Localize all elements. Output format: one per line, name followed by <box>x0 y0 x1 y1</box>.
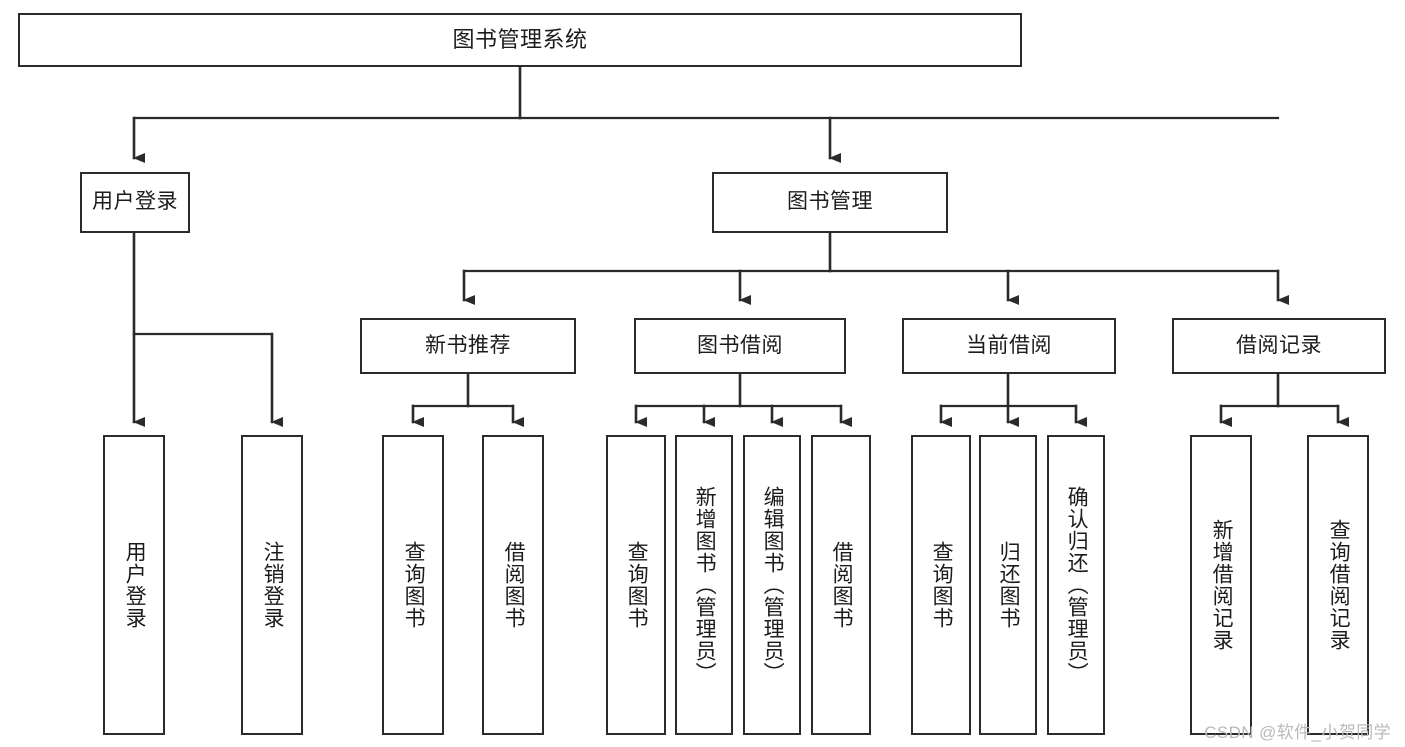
node-label: 图书管理 <box>787 190 873 214</box>
node-label: 图书借阅 <box>697 333 783 357</box>
node-label: 用户登录 <box>92 190 178 214</box>
node-label: 归还图书 <box>997 541 1021 629</box>
leaf-query-borrow-record[interactable]: 查询借阅记录 <box>1307 435 1369 735</box>
node-current-borrow[interactable]: 当前借阅 <box>902 318 1116 374</box>
leaf-add-book[interactable]: 新增图书（管理员） <box>675 435 733 735</box>
node-label: 图书管理系统 <box>452 27 588 53</box>
node-book-manage[interactable]: 图书管理 <box>712 172 948 233</box>
node-label: 查询图书 <box>402 541 426 629</box>
leaf-user-login[interactable]: 用户登录 <box>103 435 165 735</box>
leaf-add-borrow-record[interactable]: 新增借阅记录 <box>1190 435 1252 735</box>
leaf-query-book-recommend[interactable]: 查询图书 <box>382 435 444 735</box>
node-label: 借阅图书 <box>502 541 526 629</box>
leaf-query-book-current[interactable]: 查询图书 <box>911 435 971 735</box>
leaf-return-book[interactable]: 归还图书 <box>979 435 1037 735</box>
node-label: 编辑图书（管理员） <box>761 486 785 684</box>
node-user-login[interactable]: 用户登录 <box>80 172 190 233</box>
leaf-borrow-book-recommend[interactable]: 借阅图书 <box>482 435 544 735</box>
node-label: 新增图书（管理员） <box>693 486 717 684</box>
leaf-borrow-book[interactable]: 借阅图书 <box>811 435 871 735</box>
node-label: 查询借阅记录 <box>1327 519 1351 651</box>
node-label: 当前借阅 <box>966 333 1052 357</box>
node-label: 查询图书 <box>625 541 649 629</box>
watermark-text: CSDN @软件_小贺同学 <box>1204 723 1391 742</box>
node-label: 查询图书 <box>930 541 954 629</box>
node-root-system[interactable]: 图书管理系统 <box>18 13 1022 67</box>
node-label: 确认归还（管理员） <box>1065 486 1089 684</box>
node-label: 新书推荐 <box>425 333 511 357</box>
leaf-query-book-borrow[interactable]: 查询图书 <box>606 435 666 735</box>
node-borrow-record[interactable]: 借阅记录 <box>1172 318 1386 374</box>
node-book-borrow[interactable]: 图书借阅 <box>634 318 846 374</box>
node-label: 用户登录 <box>123 541 147 629</box>
leaf-edit-book[interactable]: 编辑图书（管理员） <box>743 435 801 735</box>
leaf-confirm-return[interactable]: 确认归还（管理员） <box>1047 435 1105 735</box>
node-new-book-recommend[interactable]: 新书推荐 <box>360 318 576 374</box>
node-label: 借阅图书 <box>830 541 854 629</box>
node-label: 注销登录 <box>261 541 285 629</box>
leaf-user-logout[interactable]: 注销登录 <box>241 435 303 735</box>
node-label: 新增借阅记录 <box>1210 519 1234 651</box>
node-label: 借阅记录 <box>1236 333 1322 357</box>
